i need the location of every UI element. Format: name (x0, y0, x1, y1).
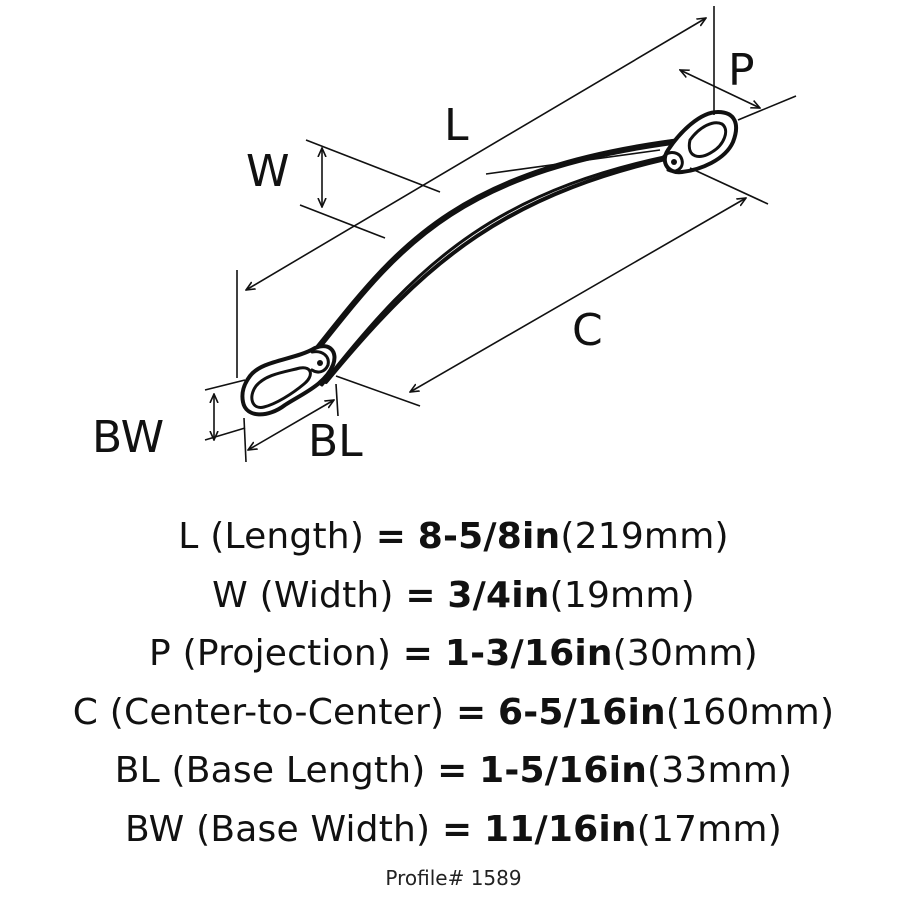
spec-metric: (219mm) (560, 516, 729, 557)
spec-code: BL (114, 750, 160, 791)
dimension-c-line (410, 198, 746, 392)
spec-equals: = (437, 750, 468, 791)
spec-metric: (33mm) (647, 750, 793, 791)
dimension-l-line (246, 18, 706, 290)
label-p: P (728, 45, 755, 96)
label-w: W (246, 146, 290, 197)
profile-number: Profile# 1589 (385, 866, 522, 890)
label-bw: BW (92, 412, 164, 463)
cabinet-pull-drawing (240, 110, 738, 417)
spec-description: (Base Width) (196, 808, 431, 850)
specification-list: L (Length) = 8-5/8in(219mm) W (Width) = … (0, 508, 907, 859)
label-bl: BL (308, 416, 363, 467)
spec-code: P (149, 633, 171, 674)
dimension-bl-line (248, 400, 334, 450)
label-l: L (444, 100, 469, 151)
spec-description: (Width) (259, 574, 394, 616)
right-base-foot (662, 110, 738, 175)
spec-metric: (19mm) (549, 574, 695, 616)
spec-row-width: W (Width) = 3/4in(19mm) (0, 567, 907, 626)
spec-description: (Base Length) (171, 750, 426, 791)
spec-imperial: 6-5/16in (498, 691, 666, 733)
spec-equals: = (455, 691, 487, 733)
left-base-foot (240, 344, 337, 417)
spec-description: (Length) (210, 516, 365, 557)
handle-bar (298, 136, 702, 387)
spec-row-base-width: BW (Base Width) = 11/16in(17mm) (0, 801, 907, 860)
spec-row-length: L (Length) = 8-5/8in(219mm) (0, 508, 907, 567)
spec-imperial: 3/4in (447, 574, 550, 616)
handle-dimension-diagram: L W P C BW BL (92, 6, 797, 467)
spec-equals: = (402, 633, 434, 674)
spec-row-center-to-center: C (Center-to-Center) = 6-5/16in(160mm) (0, 684, 907, 743)
spec-metric: (17mm) (636, 808, 782, 850)
spec-row-projection: P (Projection) = 1-3/16in(30mm) (0, 625, 907, 684)
spec-description: (Projection) (182, 633, 392, 674)
spec-equals: = (441, 808, 473, 850)
spec-code: L (178, 516, 199, 557)
spec-metric: (160mm) (665, 691, 835, 733)
spec-imperial: 11/16in (483, 808, 637, 850)
spec-row-base-length: BL (Base Length) = 1-5/16in(33mm) (0, 742, 907, 801)
spec-code: C (72, 691, 99, 733)
spec-imperial: 1-3/16in (444, 633, 613, 674)
dimension-p-line (680, 70, 760, 108)
spec-equals: = (375, 516, 407, 557)
spec-metric: (30mm) (612, 633, 758, 674)
spec-imperial: 8-5/8in (417, 516, 561, 557)
spec-code: W (212, 574, 248, 616)
spec-equals: = (405, 574, 436, 616)
label-c: C (572, 305, 603, 356)
spec-code: BW (125, 808, 185, 850)
dimension-lines (204, 6, 797, 463)
spec-imperial: 1-5/16in (479, 750, 648, 791)
spec-description: (Center-to-Center) (109, 691, 445, 733)
